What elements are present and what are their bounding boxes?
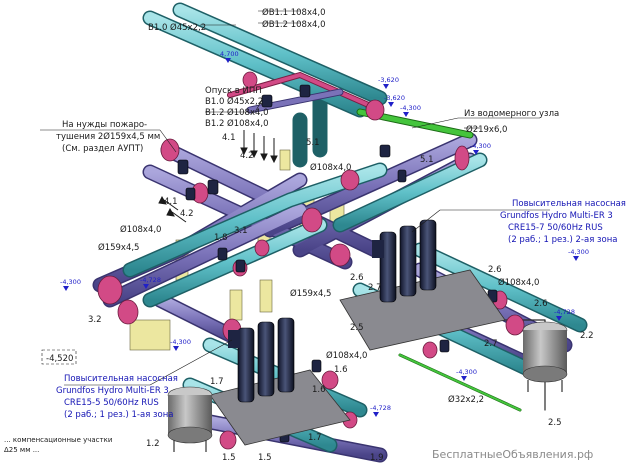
elevation-e4: -4,300 (400, 104, 421, 112)
elevation-e2: -3,620 (378, 76, 399, 84)
note-ipp-title: Опуск в ИПП (205, 86, 262, 96)
elevation-mark: -3,620 (384, 94, 405, 107)
station1-zone-line1: Повысительная насосная (64, 374, 178, 384)
elevation-e10: -4,728 (554, 308, 575, 316)
tag-4-2a: 4.2 (240, 151, 254, 161)
tag-2-6c: 2.6 (534, 299, 548, 309)
pump-station-zone2 (339, 219, 506, 351)
pipe-size-labels: B1.0 Ø45x2,2 ØB1.1 108x4,0 ØB1.2 108x4,0… (98, 7, 539, 405)
elevation-mark-frame: -4,520 (41, 349, 77, 365)
elevation-mark: -4,300 (456, 368, 477, 381)
station1-zone-line3: CRE15-5 50/60Hz RUS (64, 398, 159, 408)
tag-3-2: 3.2 (88, 315, 102, 325)
annotations: Опуск в ИПП B1.0 Ø45x2,2 B1.2 Ø108x4,0 B… (4, 86, 593, 461)
tag-4-2b: 4.2 (180, 209, 194, 219)
elevation-mark: -3,620 (378, 76, 399, 89)
note-ipp-line2: B1.2 Ø108x4,0 (205, 107, 269, 118)
tag-4-1b: 4.1 (164, 197, 178, 207)
label-b1-1: ØB1.1 108x4,0 (262, 7, 326, 18)
elevation-mark: -4,728 (370, 404, 391, 417)
elevation-mark: -4,300 (60, 278, 81, 291)
tag-1-5a: 1.5 (222, 453, 236, 463)
tag-2-5a: 2.5 (350, 323, 364, 333)
tag-3-1: 3.1 (234, 226, 248, 236)
tag-1-7a: 1.7 (210, 377, 224, 387)
station2-zone-line4: (2 раб.; 1 рез.) 2-ая зона (508, 235, 618, 245)
tag-1-8: 1.8 (214, 233, 228, 243)
tag-4-1a: 4.1 (222, 133, 236, 143)
station2-zone-line3: CRE15-7 50/60Hz RUS (508, 223, 603, 233)
elevation-mark: 4,700 (220, 50, 239, 63)
elevation-mark: -4,300 (568, 248, 589, 261)
label-b1-2: ØB1.2 108x4,0 (262, 19, 326, 30)
station1-zone-line2: Grundfos Hydro Multi-ER 3 (56, 386, 169, 396)
tag-1-6b: 1.6 (312, 385, 326, 395)
elevation-e3: -3,620 (384, 94, 405, 102)
note-barrier: Из водомерного узла (464, 109, 559, 119)
elevation-mark: -4,300 (470, 142, 491, 155)
tag-2-5b: 2.5 (548, 418, 562, 428)
elevation-e8: -4,300 (170, 338, 191, 346)
tag-2-6b: 2.6 (488, 265, 502, 275)
label-d159-b: Ø159x4,5 (290, 288, 331, 299)
tag-5-1b: 5.1 (420, 155, 434, 165)
label-d159-a: Ø159x4,5 (98, 242, 139, 253)
elevation-e12: -4,728 (370, 404, 391, 412)
leader-lines (40, 10, 550, 386)
tag-1-7b: 1.7 (308, 433, 322, 443)
tag-2-2: 2.2 (580, 331, 594, 341)
tag-1-9: 1.9 (370, 453, 384, 463)
elevation-mark: -4,300 (400, 104, 421, 117)
tag-1-6a: 1.6 (334, 365, 348, 375)
elevation-marks: 4,700 -3,620 -3,620 -4,300 -4,300 -4,300… (41, 50, 589, 417)
label-d108-b: Ø108x4,0 (120, 224, 161, 235)
tag-5-1a: 5.1 (306, 138, 320, 148)
expansion-tank-1-2 (167, 386, 213, 452)
elevation-e11: -4,300 (456, 368, 477, 376)
watermark: БесплатныеОбъявления.рф (432, 448, 593, 461)
station1-zone-line4: (2 раб.; 1 рез.) 1-ая зона (64, 410, 174, 420)
station-zone1-caption: Повысительная насосная Grundfos Hydro Mu… (56, 374, 178, 420)
elevation-mark: -4,728 (140, 276, 161, 289)
tag-1-5b: 1.5 (258, 453, 272, 463)
valves (177, 84, 498, 443)
label-b1-0-top: B1.0 Ø45x2,2 (148, 22, 206, 33)
tag-2-6a: 2.6 (350, 273, 364, 283)
elevation-e9: -4,300 (568, 248, 589, 256)
station-zone2-caption: Повысительная насосная Grundfos Hydro Mu… (500, 199, 626, 245)
elevation-mark: -4,300 (170, 338, 191, 351)
note-small-line2: Δ25 мм ... (4, 446, 39, 454)
note-ipp-line3: B1.2 Ø108x4,0 (205, 118, 269, 129)
tag-1-2: 1.2 (146, 439, 160, 449)
pump-station-zone1 (209, 317, 351, 446)
elevation-e5: -4,300 (470, 142, 491, 150)
label-d219: Ø219x6,0 (466, 124, 507, 135)
pipe-elbows (97, 71, 525, 450)
expansion-tank-2-2 (522, 321, 568, 392)
tag-2-7b: 2.7 (484, 339, 498, 349)
note-fire-line2: тушения 2Ø159x4,5 мм (56, 131, 160, 142)
label-d108-c: Ø108x4,0 (498, 277, 539, 288)
elevation-mark: -4,728 (554, 308, 575, 321)
flow-arrows (158, 130, 278, 223)
elevation-e7: -4,728 (140, 276, 161, 284)
tag-2-7a: 2.7 (368, 283, 382, 293)
label-d108-a: Ø108x4,0 (310, 162, 351, 173)
elevation-e13: -4,520 (46, 354, 73, 364)
label-d108-d: Ø108x4,0 (326, 350, 367, 361)
label-d32: Ø32x2,2 (448, 394, 484, 405)
item-tags: 4.1 4.2 4.1 4.2 5.1 5.1 1.8 3.1 3.2 2.6 … (88, 133, 594, 463)
note-fire-line1: На нужды пожаро- (62, 120, 147, 130)
elevation-e6: -4,300 (60, 278, 81, 286)
elevation-e1: 4,700 (220, 50, 239, 58)
note-small-line1: ... компенсационные участки (4, 436, 112, 444)
station2-zone-line1: Повысительная насосная (512, 199, 626, 209)
note-fire-line3: (См. раздел АУПТ) (62, 144, 143, 154)
station2-zone-line2: Grundfos Hydro Multi-ER 3 (500, 211, 613, 221)
note-ipp-line1: B1.0 Ø45x2,2 (205, 96, 263, 107)
